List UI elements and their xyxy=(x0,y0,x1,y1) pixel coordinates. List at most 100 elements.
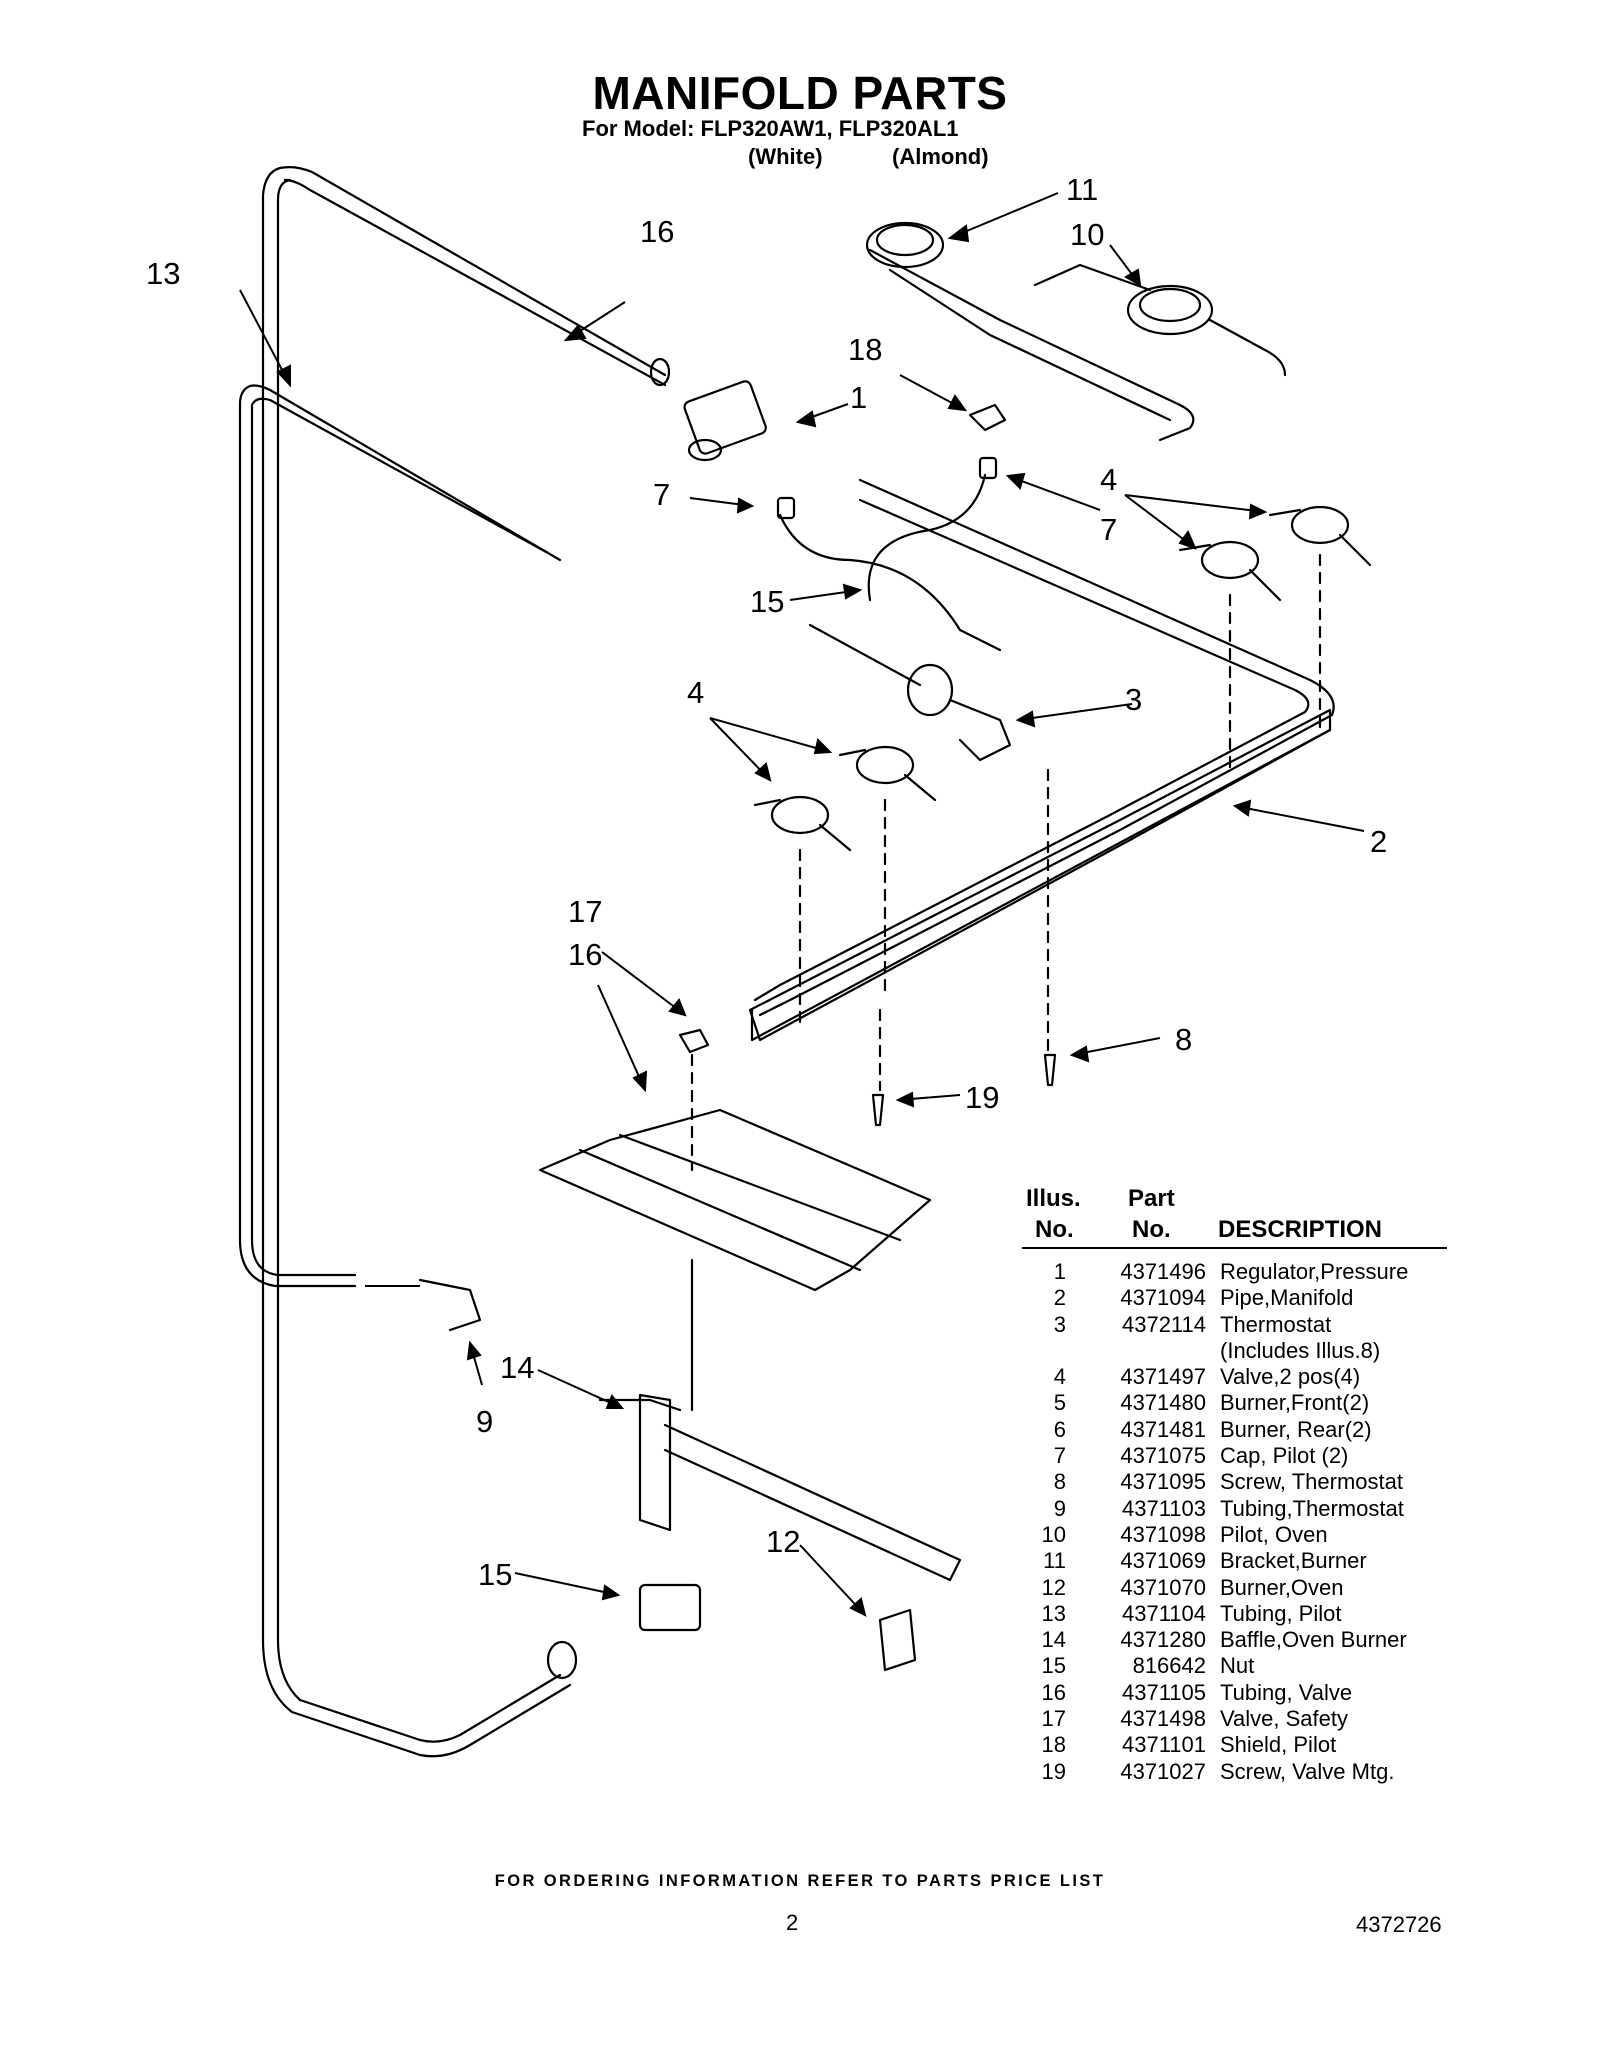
illus-number: 14 xyxy=(1041,1627,1066,1653)
part-description: Shield, Pilot xyxy=(1220,1732,1337,1758)
illus-number: 6 xyxy=(1053,1416,1066,1442)
part-description: Nut xyxy=(1220,1653,1255,1679)
illus-number: 18 xyxy=(1041,1732,1066,1758)
part-number: 4371498 xyxy=(1120,1706,1206,1732)
part-number: 4371027 xyxy=(1120,1758,1206,1784)
part-number: 4371480 xyxy=(1120,1390,1206,1416)
callout-10: 9 xyxy=(476,1404,493,1439)
illus-number: 1 xyxy=(1053,1259,1066,1284)
part-description: Burner,Front(2) xyxy=(1220,1390,1370,1416)
model-subtitle: For Model: FLP320AW1, FLP320AL1 xyxy=(582,116,959,141)
illus-number: 3 xyxy=(1053,1311,1066,1337)
table-row: 12 4371070 Burner,Oven xyxy=(1022,1575,1447,1601)
illus-number: 2 xyxy=(1053,1285,1066,1311)
part-description: Valve,2 pos(4) xyxy=(1220,1364,1361,1390)
illus-number: 17 xyxy=(1041,1706,1066,1732)
tubing-pilot-part xyxy=(778,513,1002,652)
part-number: 816642 xyxy=(1132,1653,1206,1679)
cap-pilot-part xyxy=(776,496,796,520)
page-number: 2 xyxy=(786,1910,799,1935)
part-description: Burner,Oven xyxy=(1220,1574,1344,1600)
part-description: Baffle,Oven Burner xyxy=(1220,1627,1407,1653)
part-description: Pilot, Oven xyxy=(1220,1521,1328,1547)
burner-rear-part xyxy=(865,221,945,269)
callout-14: 16 xyxy=(568,937,602,972)
part-description: Cap, Pilot (2) xyxy=(1220,1443,1349,1469)
callout-8: 8 xyxy=(1175,1022,1192,1057)
illus-number: 7 xyxy=(1053,1443,1066,1469)
callout-2: 2 xyxy=(1370,824,1387,859)
part-number: 4371103 xyxy=(1121,1495,1206,1521)
illus-number: 12 xyxy=(1041,1574,1066,1600)
callout-19: 19 xyxy=(965,1080,999,1115)
part-number: 4372114 xyxy=(1121,1311,1206,1337)
color-white-label: (White) xyxy=(748,144,823,169)
document-number: 4372726 xyxy=(1356,1912,1442,1937)
part-number: 4371070 xyxy=(1120,1574,1206,1600)
callout-3: 3 xyxy=(1125,682,1142,717)
callout-6: 11 xyxy=(1066,172,1098,207)
part-description: Pipe,Manifold xyxy=(1220,1285,1354,1311)
part-description: Tubing, Valve xyxy=(1220,1679,1353,1705)
callout-4b: 4 xyxy=(687,675,704,710)
baffle-oven-burner-part xyxy=(538,1108,932,1292)
burner-oven-part xyxy=(638,1393,672,1532)
table-row: 17 4371498 Valve, Safety xyxy=(1022,1706,1447,1732)
illus-number: 15 xyxy=(1041,1653,1066,1679)
part-number: 4371069 xyxy=(1120,1548,1206,1574)
table-row: 5 4371480 Burner,Front(2) xyxy=(1022,1390,1447,1416)
callout-18: 18 xyxy=(848,332,882,367)
screw-thermostat-part xyxy=(1043,1053,1057,1087)
callout-12: 14 xyxy=(500,1350,534,1385)
page-title: MANIFOLD PARTS xyxy=(592,67,1008,119)
color-almond-label: (Almond) xyxy=(892,144,989,169)
part-description: Thermostat xyxy=(1220,1311,1332,1337)
callout-7b: 7 xyxy=(1100,512,1117,547)
table-row: (Includes Illus.8) xyxy=(1022,1338,1447,1364)
part-number: 4371094 xyxy=(1120,1285,1206,1311)
callout-13: 15 xyxy=(750,584,784,619)
regulator-pressure-part xyxy=(683,380,767,455)
part-number: 4371280 xyxy=(1120,1627,1206,1653)
manifold-pipe-part xyxy=(758,478,1335,1017)
pilot-oven-part xyxy=(418,1278,482,1332)
burner-front-part xyxy=(1126,284,1214,336)
valve-safety-part xyxy=(638,1583,702,1632)
header-illus: Illus. xyxy=(1026,1185,1081,1212)
illus-number: 16 xyxy=(1041,1679,1066,1705)
callout-17: 15 xyxy=(478,1557,512,1592)
header-illus-no: No. xyxy=(1035,1216,1074,1243)
parts-table-header: Illus. No. Part No. DESCRIPTION xyxy=(1022,1185,1447,1249)
illus-number: 10 xyxy=(1041,1521,1066,1547)
illus-number: 13 xyxy=(1041,1600,1066,1626)
part-description: Regulator,Pressure xyxy=(1220,1259,1409,1284)
table-row: 15 816642 Nut xyxy=(1022,1653,1447,1679)
callout-15: 17 xyxy=(568,894,602,929)
part-description: (Includes Illus.8) xyxy=(1220,1337,1381,1363)
illus-number: 9 xyxy=(1053,1495,1066,1521)
illus-number: 11 xyxy=(1043,1548,1066,1574)
callout-4a: 4 xyxy=(1100,462,1117,497)
callout-labels: 11 10 16 13 18 1 7 4 7 15 3 4 2 17 16 8 … xyxy=(146,172,1387,1592)
part-number: 4371095 xyxy=(1120,1469,1206,1495)
table-row: 18 4371101 Shield, Pilot xyxy=(1022,1732,1447,1758)
part-description: Valve, Safety xyxy=(1220,1706,1348,1732)
part-number: 4371497 xyxy=(1120,1364,1206,1390)
part-description: Tubing,Thermostat xyxy=(1220,1495,1404,1521)
illus-number: 5 xyxy=(1053,1390,1066,1416)
part-number: 4371101 xyxy=(1121,1732,1206,1758)
part-description: Screw, Thermostat xyxy=(1220,1469,1403,1495)
part-description: Burner, Rear(2) xyxy=(1220,1416,1372,1442)
thermostat-part xyxy=(906,663,954,717)
